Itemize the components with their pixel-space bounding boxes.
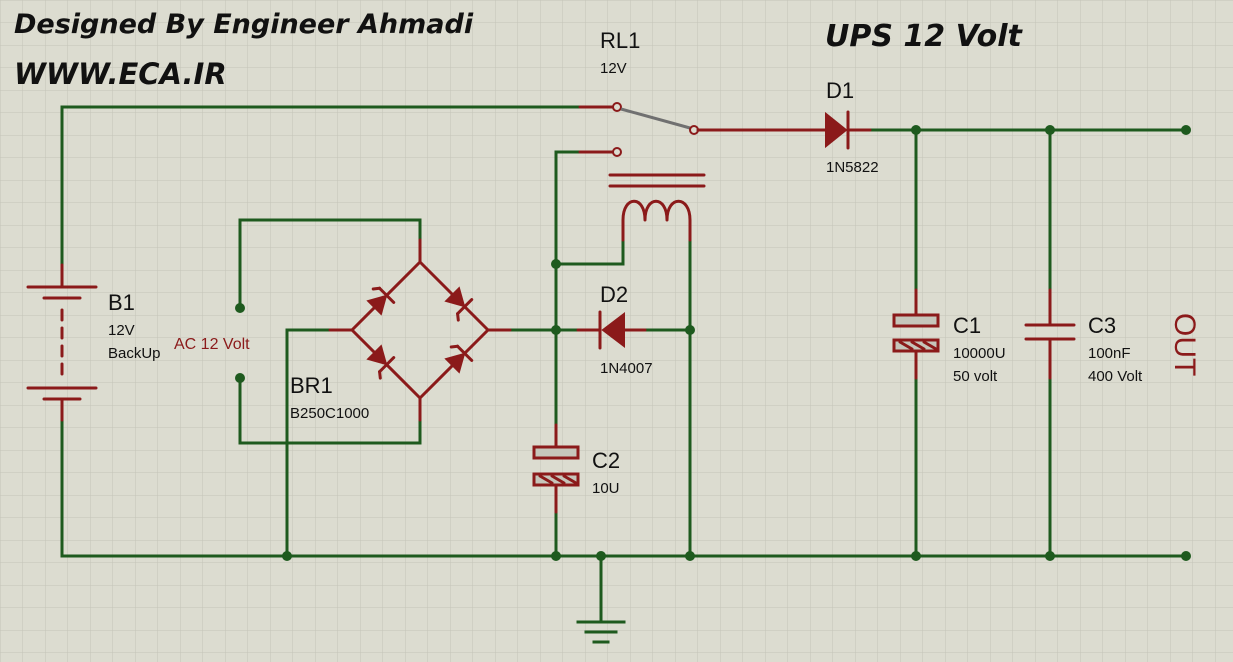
junction-dot bbox=[551, 325, 561, 335]
c2-ref: C2 bbox=[592, 448, 620, 473]
relay-rl1[interactable] bbox=[578, 102, 742, 242]
c3-ref: C3 bbox=[1088, 313, 1116, 338]
d2-ref: D2 bbox=[600, 282, 628, 307]
c3-rating: 400 Volt bbox=[1088, 368, 1143, 385]
wire-bridge-negative[interactable] bbox=[285, 328, 332, 558]
website-link[interactable]: WWW.ECA.IR bbox=[14, 57, 227, 91]
bridge-rectifier-br1[interactable] bbox=[328, 238, 512, 422]
c1-value: 10000U bbox=[953, 345, 1006, 362]
bridge-ref: BR1 bbox=[290, 373, 333, 398]
junction-dot bbox=[911, 551, 921, 561]
wire-dc-rail[interactable] bbox=[554, 150, 582, 445]
d2-value: 1N4007 bbox=[600, 360, 653, 377]
ground-icon bbox=[576, 620, 626, 644]
c1-rating: 50 volt bbox=[953, 368, 998, 385]
junction-dot bbox=[1045, 125, 1055, 135]
junction-dot bbox=[685, 325, 695, 335]
junction-dots bbox=[282, 125, 1191, 561]
d1-ref: D1 bbox=[826, 78, 854, 103]
battery-extra: BackUp bbox=[108, 345, 161, 362]
d1-value: 1N5822 bbox=[826, 159, 879, 176]
output-label: OUT bbox=[1168, 313, 1201, 376]
c3-value: 100nF bbox=[1088, 345, 1131, 362]
junction-dot bbox=[1045, 551, 1055, 561]
wire-ac-bottom[interactable] bbox=[238, 376, 422, 445]
battery-b1[interactable] bbox=[26, 263, 98, 422]
circuit-title: UPS 12 Volt bbox=[825, 19, 1024, 54]
bridge-value: B250C1000 bbox=[290, 405, 369, 422]
relay-value: 12V bbox=[600, 60, 627, 77]
c1-ref: C1 bbox=[953, 313, 981, 338]
capacitor-c3[interactable] bbox=[1024, 288, 1076, 380]
capacitor-c1[interactable] bbox=[892, 288, 940, 380]
junction-dot bbox=[551, 259, 561, 269]
output-terminal-positive[interactable] bbox=[1181, 125, 1191, 135]
capacitor-c2[interactable] bbox=[532, 423, 580, 514]
wire-ac-top[interactable] bbox=[238, 218, 422, 310]
junction-dot bbox=[911, 125, 921, 135]
battery-ref: B1 bbox=[108, 290, 135, 315]
designer-credit: Designed By Engineer Ahmadi bbox=[14, 9, 474, 40]
battery-value: 12V bbox=[108, 322, 135, 339]
diode-d1[interactable] bbox=[738, 110, 872, 150]
wire-battery-to-relay[interactable] bbox=[60, 105, 582, 267]
ac-source-terminals[interactable] bbox=[235, 303, 245, 383]
junction-dot bbox=[282, 551, 292, 561]
relay-ref: RL1 bbox=[600, 28, 640, 53]
junction-dot bbox=[596, 551, 606, 561]
wire-coil-left[interactable] bbox=[554, 238, 625, 266]
wires bbox=[60, 105, 1188, 622]
output-terminal-negative[interactable] bbox=[1181, 551, 1191, 561]
junction-dot bbox=[551, 551, 561, 561]
c2-value: 10U bbox=[592, 480, 620, 497]
junction-dot bbox=[685, 551, 695, 561]
ac-source-label: AC 12 Volt bbox=[174, 336, 250, 353]
diode-d2[interactable] bbox=[576, 310, 647, 350]
